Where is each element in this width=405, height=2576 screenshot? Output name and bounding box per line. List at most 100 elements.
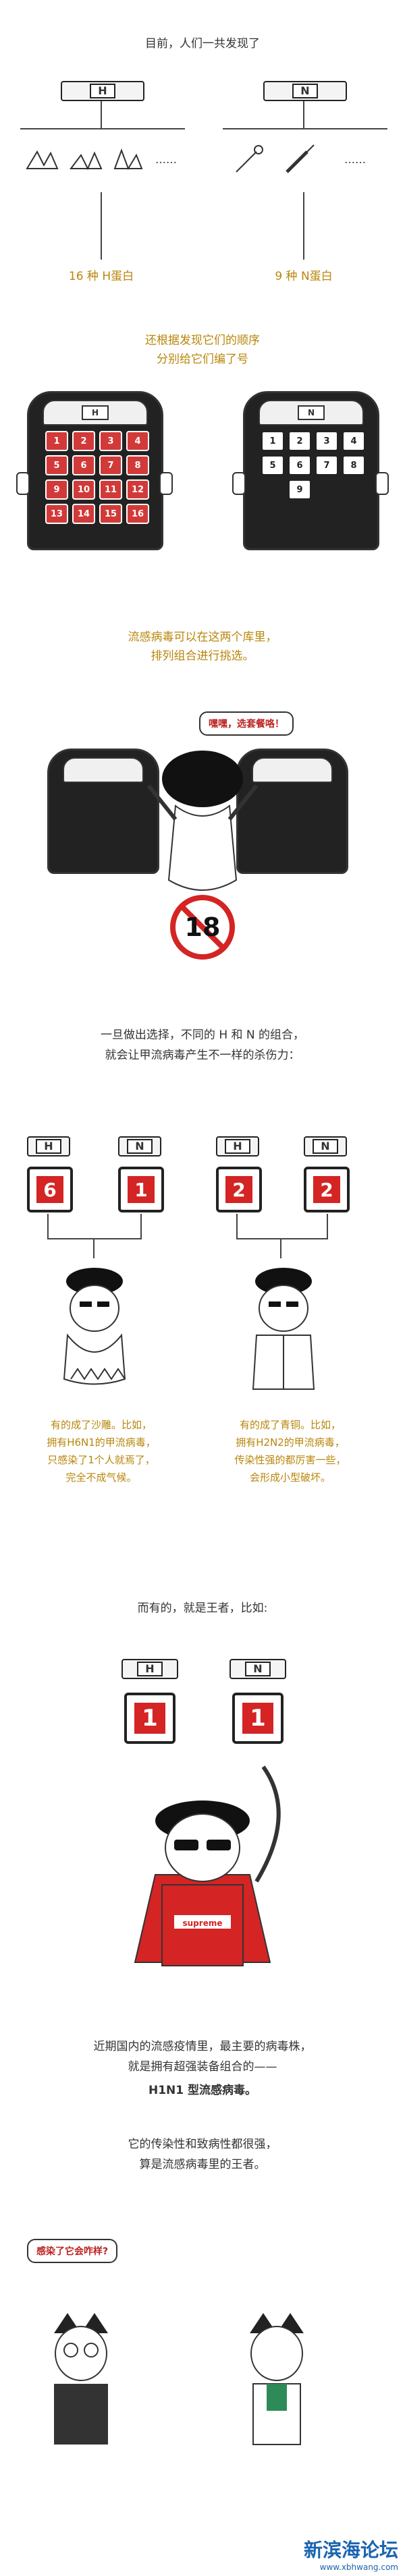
left-desc-line: 完全不成气候。	[65, 1471, 137, 1484]
king-h-plate: H	[122, 1659, 178, 1679]
right-h-number: 2	[225, 1176, 252, 1203]
left-h-plate: H	[27, 1136, 70, 1157]
left-n-number: 1	[128, 1176, 155, 1203]
machine-n-slot: N	[298, 405, 325, 420]
right-description: 有的成了青铜。比如， 拥有H2N2的甲流病毒， 传染性强的都厉害一些， 会形成小…	[216, 1416, 364, 1486]
final-line-2: 就是拥有超强装备组合的——	[128, 2060, 277, 2074]
h-cell: 4	[126, 431, 149, 451]
intro-text: 目前，人们一共发现了	[145, 37, 260, 51]
connector-line	[101, 192, 102, 260]
h-cell: 11	[99, 479, 122, 500]
no-18-label: 18	[184, 912, 221, 942]
king-h-label: H	[137, 1662, 163, 1676]
right-n-plate: N	[304, 1136, 347, 1157]
h-cell: 3	[99, 431, 122, 451]
right-h-label: H	[225, 1139, 250, 1154]
h-plate: H	[61, 81, 144, 101]
connector-line	[280, 1238, 281, 1258]
h-number-grid: 1 2 3 4 5 6 7 8 9 10 11 12 13 14 15 16	[45, 431, 149, 524]
h1n1-bold-label: H1N1 型流感病毒。	[148, 2084, 257, 2097]
combo-line-1: 一旦做出选择，不同的 H 和 N 的组合，	[100, 1028, 305, 1042]
right-h-number-box: 2	[216, 1167, 262, 1212]
h-cell: 8	[126, 455, 149, 475]
connector-line	[303, 192, 304, 260]
bracket-line	[20, 128, 185, 129]
n-protein-icons: ……	[223, 138, 385, 185]
n-cell: 8	[342, 455, 365, 475]
left-desc-line: 拥有H6N1的甲流病毒，	[47, 1436, 156, 1448]
n-cell: 3	[315, 431, 338, 451]
right-desc-line: 传染性强的都厉害一些，	[234, 1454, 346, 1466]
h-machine-small	[47, 749, 159, 874]
h-cell: 9	[45, 479, 68, 500]
n-plate-label: N	[292, 84, 318, 98]
h-count-text: 16 种 H蛋白	[68, 270, 134, 283]
n-vending-machine: N 1 2 3 4 5 6 7 8 9	[243, 391, 379, 550]
h-cell: 7	[99, 455, 122, 475]
right-desc-line: 拥有H2N2的甲流病毒，	[236, 1436, 345, 1448]
n-protein-tools-icon	[236, 144, 315, 173]
shirt-label: supreme	[182, 1919, 223, 1928]
watermark-url: www.xbhwang.com	[319, 2563, 398, 2572]
n-cell: 5	[261, 455, 284, 475]
h-cell: 13	[45, 504, 68, 524]
h-cell: 10	[72, 479, 95, 500]
speech-bubble-choose: 嘿嘿，选套餐咯！	[199, 711, 294, 736]
virus-pick-line-2: 排列组合进行挑选。	[151, 649, 254, 663]
h-cell: 5	[45, 455, 68, 475]
right-desc-line: 有的成了青铜。比如，	[239, 1419, 341, 1431]
right-h-plate: H	[216, 1136, 259, 1157]
watermark: 新滨海论坛 www.xbhwang.com	[304, 2536, 398, 2572]
right-n-number: 2	[313, 1176, 340, 1203]
king-n-number-box: 1	[232, 1693, 284, 1744]
king-h-number-box: 1	[124, 1693, 176, 1744]
connector-line	[303, 101, 304, 128]
machine-knob-icon	[375, 472, 389, 495]
h-cell: 1	[45, 431, 68, 451]
n-cell: 9	[288, 479, 311, 500]
left-desc-line: 有的成了沙雕。比如，	[50, 1419, 152, 1431]
machine-top	[63, 757, 144, 783]
left-n-number-box: 1	[118, 1167, 164, 1212]
h2n2-doctor-character-icon	[252, 1268, 315, 1390]
h-cell: 2	[72, 431, 95, 451]
n-count-text: 9 种 N蛋白	[275, 270, 333, 283]
machine-h-slot: H	[82, 405, 109, 420]
numbering-line-2: 分别给它们编了号	[157, 353, 248, 366]
connector-line	[93, 1238, 94, 1258]
king-n-label: N	[245, 1662, 271, 1676]
h-cell: 15	[99, 504, 122, 524]
bracket-line	[223, 128, 387, 129]
left-n-label: N	[127, 1139, 153, 1154]
right-n-number-box: 2	[304, 1167, 350, 1212]
h-protein-icons: ……	[20, 138, 182, 185]
n-plate: N	[263, 81, 347, 101]
h-plate-label: H	[90, 84, 115, 98]
n-cell: 7	[315, 455, 338, 475]
left-h-number: 6	[36, 1176, 63, 1203]
n-cell: 4	[342, 431, 365, 451]
h6n1-clown-character-icon	[63, 1268, 126, 1385]
virus-character-back-icon	[146, 751, 259, 891]
king-h-number: 1	[134, 1703, 165, 1734]
final-line-3: 它的传染性和致病性都很强，	[128, 2138, 277, 2151]
machine-top	[252, 757, 333, 783]
h-cell: 14	[72, 504, 95, 524]
n-more-dots: ……	[344, 153, 366, 166]
left-n-plate: N	[118, 1136, 161, 1157]
virus-pick-line-1: 流感病毒可以在这两个库里，	[128, 631, 277, 644]
final-line-4: 算是流感病毒里的王者。	[139, 2158, 266, 2171]
h-cell: 16	[126, 504, 149, 524]
n-cell: 6	[288, 455, 311, 475]
right-desc-line: 会形成小型破坏。	[249, 1471, 331, 1484]
left-description: 有的成了沙雕。比如， 拥有H6N1的甲流病毒， 只感染了1个人就焉了， 完全不成…	[27, 1416, 176, 1486]
right-bracket	[236, 1214, 328, 1239]
h-cell: 12	[126, 479, 149, 500]
left-bracket	[47, 1214, 142, 1239]
king-intro-text: 而有的，就是王者，比如:	[137, 1602, 268, 1615]
n-number-grid: 1 2 3 4 5 6 7 8 9	[261, 431, 365, 500]
right-n-label: N	[313, 1139, 338, 1154]
n-cell: 1	[261, 431, 284, 451]
numbering-line-1: 还根据发现它们的顺序	[145, 334, 260, 347]
machine-knob-icon	[16, 472, 30, 495]
